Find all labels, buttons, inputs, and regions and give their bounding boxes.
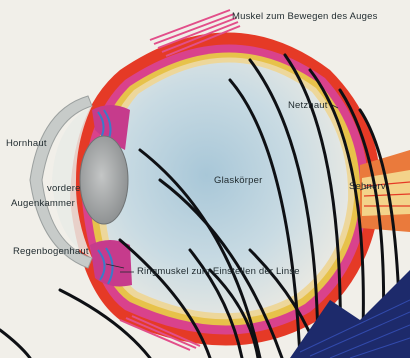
front-chamber-label-line1: vordere (47, 183, 81, 194)
vitreous-label: Glaskörper (214, 175, 262, 186)
lens (80, 136, 128, 224)
iris-label: Regenbogenhaut (13, 246, 89, 257)
optic-nerve-label: Sehnerv (349, 181, 386, 192)
muscle-label: Muskel zum Bewegen des Auges (232, 11, 378, 22)
ciliary-muscle-label: Ringmuskel zum Einstellen der Linse (137, 266, 300, 277)
retina-label: Netzhaut (288, 100, 328, 111)
front-chamber-label-line2: Augenkammer (11, 198, 75, 209)
cornea-label: Hornhaut (6, 138, 47, 149)
